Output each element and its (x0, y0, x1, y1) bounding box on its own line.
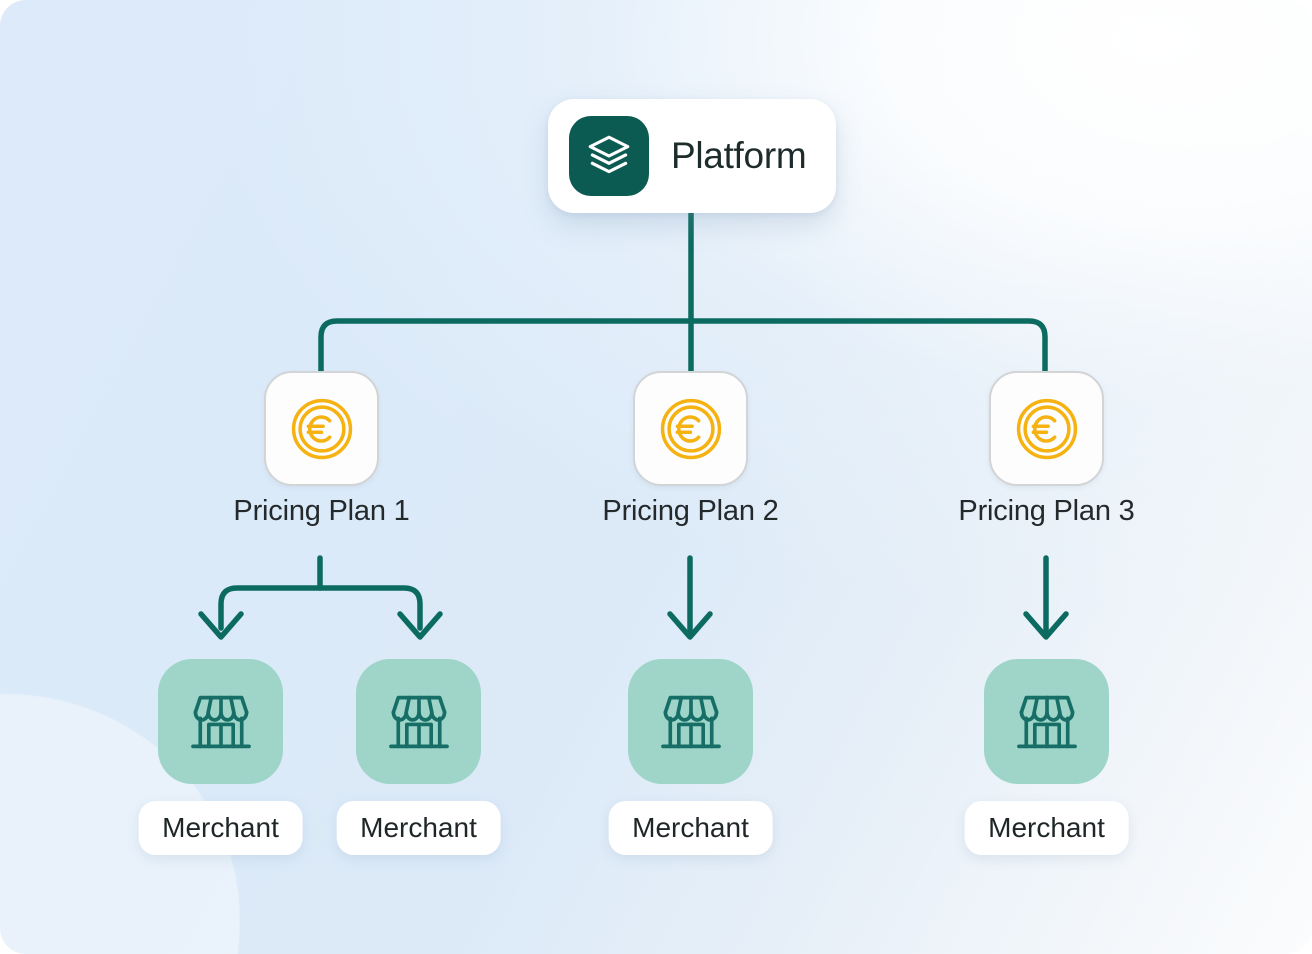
merchant-icon-box-3[interactable] (628, 659, 753, 784)
merchant-icon-box-4[interactable] (984, 659, 1109, 784)
pricing-plan-2-label: Pricing Plan 2 (602, 495, 779, 527)
connector-plan-bus (318, 318, 1048, 374)
merchant-label-2: Merchant (336, 801, 501, 855)
pricing-plan-2-box[interactable] (633, 371, 748, 486)
pricing-plan-1-node[interactable]: Pricing Plan 1 (233, 371, 410, 527)
merchant-icon-box-1[interactable] (158, 659, 283, 784)
merchant-icon-box-2[interactable] (356, 659, 481, 784)
euro-coin-icon (1016, 398, 1077, 459)
merchant-node-2[interactable]: Merchant (336, 659, 501, 855)
pricing-plan-1-label: Pricing Plan 1 (233, 495, 410, 527)
merchant-label-4: Merchant (964, 801, 1129, 855)
arrowhead-merchant-3 (667, 611, 713, 640)
euro-coin-icon (291, 398, 352, 459)
arrowhead-merchant-4 (1023, 611, 1069, 640)
pricing-plan-3-label: Pricing Plan 3 (958, 495, 1135, 527)
connector-plan-1-split (218, 585, 423, 631)
platform-label: Platform (671, 135, 807, 176)
merchant-node-3[interactable]: Merchant (608, 659, 773, 855)
pricing-plan-3-node[interactable]: Pricing Plan 3 (958, 371, 1135, 527)
merchant-label-1: Merchant (138, 801, 303, 855)
storefront-icon (1016, 695, 1077, 748)
merchant-node-1[interactable]: Merchant (138, 659, 303, 855)
platform-node[interactable]: Platform (548, 99, 836, 213)
merchant-label-3: Merchant (608, 801, 773, 855)
pricing-plan-1-box[interactable] (264, 371, 379, 486)
euro-coin-icon (660, 398, 721, 459)
arrowhead-merchant-2 (397, 611, 443, 640)
arrowhead-merchant-1 (198, 611, 244, 640)
pricing-plan-3-box[interactable] (989, 371, 1104, 486)
storefront-icon (388, 695, 449, 748)
storefront-icon (190, 695, 251, 748)
pricing-plan-2-node[interactable]: Pricing Plan 2 (602, 371, 779, 527)
layers-stack-icon (569, 116, 649, 196)
merchant-node-4[interactable]: Merchant (964, 659, 1129, 855)
storefront-icon (660, 695, 721, 748)
